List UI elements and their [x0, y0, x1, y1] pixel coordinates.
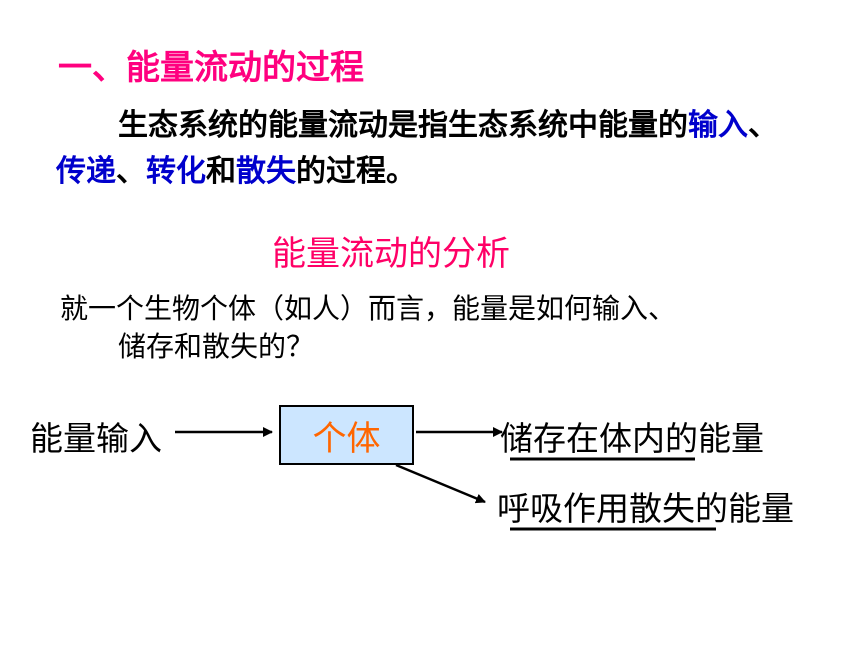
- question-line-1: 就一个生物个体（如人）而言，能量是如何输入、: [60, 292, 677, 325]
- analysis-subtitle: 能量流动的分析: [272, 234, 510, 274]
- definition-end: 的过程。: [296, 154, 416, 189]
- respiration-energy-label: 呼吸作用散失的能量: [497, 489, 794, 528]
- keyword-transfer: 传递: [56, 154, 116, 189]
- individual-label: 个体: [312, 418, 381, 459]
- energy-input-label: 能量输入: [30, 419, 162, 458]
- section-heading: 一、能量流动的过程: [58, 48, 364, 88]
- respiration-arrow: [395, 463, 486, 504]
- question-line-2: 储存和散失的？: [118, 330, 315, 363]
- individual-box: 个体: [279, 405, 414, 465]
- keyword-dissipate: 散失: [236, 154, 296, 189]
- definition-paragraph: 生态系统的能量流动是指生态系统中能量的输入、传递、转化和散失的过程。: [56, 103, 796, 195]
- question-paragraph: 就一个生物个体（如人）而言，能量是如何输入、储存和散失的？: [60, 290, 820, 366]
- separator: 、: [116, 154, 146, 189]
- definition-text: 生态系统的能量流动是指生态系统中能量的: [118, 108, 688, 143]
- stored-energy-label: 储存在体内的能量: [500, 419, 764, 458]
- conjunction: 和: [206, 154, 236, 189]
- separator: 、: [748, 108, 778, 143]
- keyword-input: 输入: [688, 108, 748, 143]
- keyword-transform: 转化: [146, 154, 206, 189]
